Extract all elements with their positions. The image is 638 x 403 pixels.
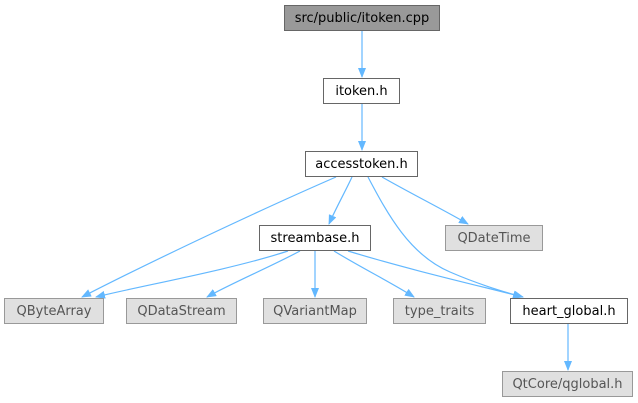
node-label: QVariantMap [273,303,357,319]
edge-stream-to-qbytearray [95,250,289,299]
edge-access-to-heart [367,176,523,299]
edge-stream-to-typetraits [333,250,415,298]
node-heart-global-h[interactable]: heart_global.h [510,298,628,324]
node-qvariantmap[interactable]: QVariantMap [263,298,367,324]
node-label: QDataStream [137,303,226,319]
node-qtcore-qglobal-h[interactable]: QtCore/qglobal.h [502,371,633,397]
node-label: QtCore/qglobal.h [512,376,623,392]
node-label: QDateTime [457,230,531,246]
node-qdatetime[interactable]: QDateTime [445,225,543,251]
node-label: itoken.h [335,83,388,99]
node-label: heart_global.h [522,303,616,319]
node-label: type_traits [404,303,475,319]
node-label: src/public/itoken.cpp [294,10,430,26]
node-type-traits[interactable]: type_traits [393,298,486,324]
node-qbytearray[interactable]: QByteArray [4,298,104,324]
edge-stream-to-heart [347,250,524,299]
edge-access-to-stream [328,176,353,225]
edge-stream-to-qdatastream [206,250,301,298]
edge-access-to-qbytearray [81,176,337,298]
node-itoken-h[interactable]: itoken.h [323,78,400,104]
node-streambase-h[interactable]: streambase.h [259,225,371,251]
node-label: QByteArray [16,303,92,319]
node-label: accesstoken.h [315,156,408,172]
node-itoken-cpp[interactable]: src/public/itoken.cpp [284,5,440,31]
node-label: streambase.h [270,230,360,246]
node-accesstoken-h[interactable]: accesstoken.h [305,151,418,177]
node-qdatastream[interactable]: QDataStream [126,298,237,324]
edge-access-to-qdatetime [381,176,469,225]
